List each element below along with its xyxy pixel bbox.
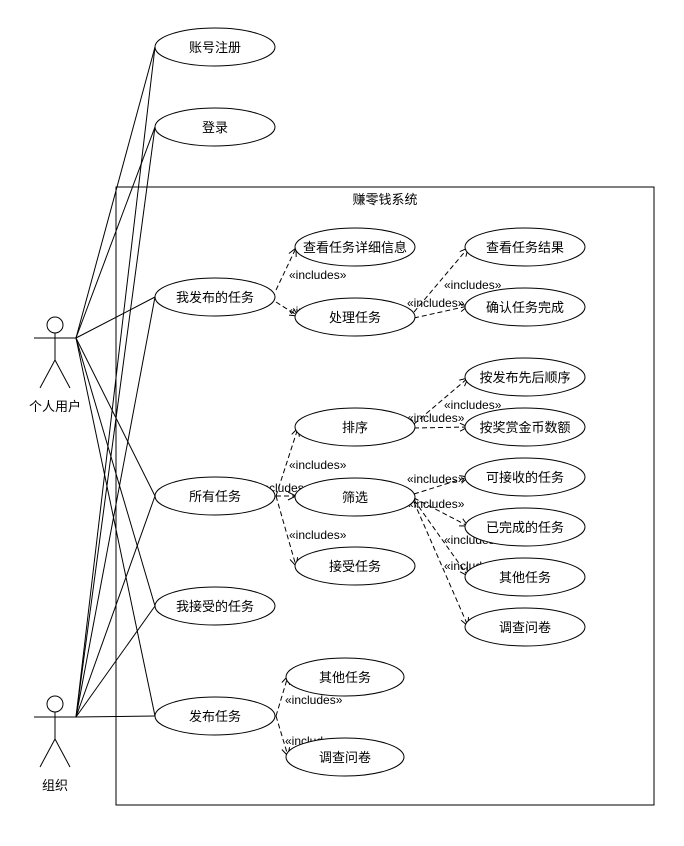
svg-text:«includes»: «includes» (289, 268, 347, 282)
svg-text:其他任务: 其他任务 (499, 570, 551, 586)
svg-text:«includes»: «includes» (289, 458, 347, 472)
use-case-completed-tasks[interactable]: 已完成的任务 (464, 507, 586, 547)
use-case-sort[interactable]: 排序 (294, 407, 416, 447)
associations-org (75, 46, 156, 718)
use-case-sort-by-reward[interactable]: 按奖赏金币数额 (464, 407, 586, 447)
svg-text:排序: 排序 (342, 421, 368, 436)
svg-text:我发布的任务: 我发布的任务 (176, 290, 254, 306)
svg-text:发布任务: 发布任务 (189, 709, 241, 725)
use-case-acceptable-tasks[interactable]: 可接收的任务 (464, 457, 586, 497)
svg-text:«includes»: «includes» (444, 398, 502, 412)
svg-text:查看任务详细信息: 查看任务详细信息 (303, 240, 407, 256)
use-case-my-published[interactable]: 我发布的任务 (154, 277, 276, 317)
actor-organization[interactable] (34, 695, 76, 768)
use-case-login[interactable]: 登录 (154, 107, 276, 147)
use-case-view-task-detail[interactable]: 查看任务详细信息 (294, 227, 416, 267)
system-title: 赚零钱系统 (352, 192, 417, 208)
system-boundary (115, 186, 655, 806)
svg-text:«includes»: «includes» (444, 278, 502, 292)
svg-text:«includes»: «includes» (289, 528, 347, 542)
use-case-publish-task[interactable]: 发布任务 (154, 696, 276, 736)
use-case-survey-filter[interactable]: 调查问卷 (464, 607, 586, 647)
use-case-sort-by-publish-order[interactable]: 按发布先后顺序 (464, 357, 586, 397)
svg-text:可接收的任务: 可接收的任务 (486, 470, 564, 486)
use-case-other-tasks-publish[interactable]: 其他任务 (285, 657, 405, 697)
svg-text:«includes»: «includes» (407, 296, 465, 310)
use-case-my-accepted[interactable]: 我接受的任务 (154, 586, 276, 626)
actor-personal-user-label: 个人用户 (29, 399, 81, 415)
use-case-all-tasks[interactable]: 所有任务 (154, 476, 276, 516)
use-case-filter[interactable]: 筛选 (294, 477, 416, 517)
svg-text:其他任务: 其他任务 (319, 670, 371, 686)
svg-text:确认任务完成: 确认任务完成 (486, 300, 564, 316)
svg-text:筛选: 筛选 (342, 491, 368, 506)
svg-text:已完成的任务: 已完成的任务 (486, 520, 564, 536)
svg-text:我接受的任务: 我接受的任务 (176, 599, 254, 615)
use-case-survey-publish[interactable]: 调查问卷 (285, 737, 405, 777)
svg-text:按奖赏金币数额: 按奖赏金币数额 (479, 420, 570, 436)
svg-text:账号注册: 账号注册 (189, 41, 241, 56)
use-case-view-task-result[interactable]: 查看任务结果 (464, 227, 586, 267)
svg-text:登录: 登录 (202, 121, 228, 136)
use-case-handle-task[interactable]: 处理任务 (294, 297, 416, 337)
svg-text:所有任务: 所有任务 (189, 489, 241, 505)
svg-text:接受任务: 接受任务 (329, 559, 381, 575)
use-case-register[interactable]: 账号注册 (154, 27, 276, 67)
actor-organization-label: 组织 (42, 779, 68, 794)
svg-text:«includes»: «includes» (407, 497, 465, 511)
svg-text:按发布先后顺序: 按发布先后顺序 (479, 370, 570, 386)
svg-text:«includes»: «includes» (407, 472, 465, 486)
svg-text:«includes»: «includes» (407, 411, 465, 425)
svg-text:调查问卷: 调查问卷 (319, 750, 371, 766)
svg-text:«includes»: «includes» (285, 693, 343, 707)
svg-text:处理任务: 处理任务 (329, 310, 381, 326)
use-case-accept-task[interactable]: 接受任务 (294, 546, 416, 586)
include-dependencies (275, 248, 468, 756)
svg-text:调查问卷: 调查问卷 (499, 620, 551, 636)
svg-text:查看任务结果: 查看任务结果 (486, 240, 564, 256)
actor-personal-user[interactable] (34, 316, 76, 389)
use-case-confirm-task-done[interactable]: 确认任务完成 (464, 287, 586, 327)
use-case-other-tasks-filter[interactable]: 其他任务 (464, 557, 586, 597)
